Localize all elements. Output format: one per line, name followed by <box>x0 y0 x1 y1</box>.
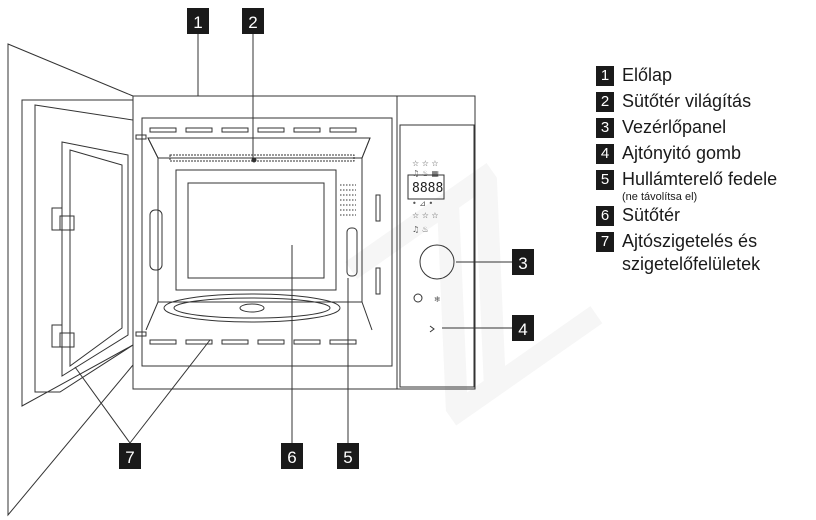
open-door <box>7 43 134 517</box>
control-panel <box>407 174 455 333</box>
legend-label: Előlap <box>622 65 673 85</box>
legend-label: Sütőtér <box>622 205 681 225</box>
legend-label: Vezérlőpanel <box>622 117 727 137</box>
cavity <box>145 137 373 331</box>
legend-label: Ajtónyitó gomb <box>622 143 742 163</box>
svg-text:3: 3 <box>518 254 527 273</box>
legend-num: 1 <box>596 66 614 86</box>
defrost-icon: ❄ <box>434 295 441 304</box>
legend-num: 7 <box>596 232 614 252</box>
legend-label-line1: Ajtószigetelés és <box>622 231 758 251</box>
panel-glyphs: ☆ ☆ ☆ ♫ ♨ ▦ 8888 • ⊿ • ☆ ☆ ☆ ♫ ♨ ❄ <box>412 159 443 304</box>
legend-num: 4 <box>596 144 614 164</box>
legend-item-1: 1 Előlap <box>596 64 816 90</box>
legend-label-main: Hullámterelő fedele <box>622 169 778 189</box>
start-button-icon[interactable] <box>413 293 423 303</box>
legend-sub-label: (ne távolítsa el) <box>622 191 698 203</box>
callout-2: 2 <box>242 8 264 34</box>
legend-num: 3 <box>596 118 614 138</box>
legend-item-7: 7 Ajtószigetelés és szigetelőfelületek <box>596 230 816 278</box>
svg-text:4: 4 <box>518 320 527 339</box>
legend-num: 6 <box>596 206 614 226</box>
callout-3: 3 <box>512 249 534 275</box>
legend-label: Ajtószigetelés és szigetelőfelületek <box>622 230 760 276</box>
legend-label: Hullámterelő fedele (ne távolítsa el) <box>622 168 777 203</box>
legend-item-2: 2 Sütőtér világítás <box>596 90 816 116</box>
power-icon: ☆ ☆ ☆ <box>412 211 439 220</box>
svg-text:2: 2 <box>248 13 257 32</box>
legend-label-line2: szigetelőfelületek <box>622 254 761 274</box>
svg-text:7: 7 <box>125 448 134 467</box>
callout-4: 4 <box>512 315 534 341</box>
callout-6: 6 <box>281 443 303 469</box>
legend: 1 Előlap 2 Sütőtér világítás 3 Vezérlőpa… <box>596 64 816 278</box>
timer-icon: ♫ ♨ <box>412 225 429 234</box>
svg-text:6: 6 <box>287 448 296 467</box>
oven-body <box>132 95 476 390</box>
legend-item-5: 5 Hullámterelő fedele (ne távolítsa el) <box>596 168 816 204</box>
star-icon: ☆ ☆ ☆ <box>412 159 439 168</box>
callout-badges: 1 2 3 4 5 6 7 <box>119 8 534 469</box>
legend-item-6: 6 Sütőtér <box>596 204 816 230</box>
leader-lines <box>74 34 512 444</box>
display-readout: 8888 <box>412 181 443 196</box>
legend-num: 5 <box>596 170 614 190</box>
indicator-dots: • ⊿ • <box>412 199 433 208</box>
callout-1: 1 <box>187 8 209 34</box>
callout-5: 5 <box>337 443 359 469</box>
bell-icon: ♫ ♨ ▦ <box>412 169 439 178</box>
callout-7: 7 <box>119 443 141 469</box>
door-open-button-icon[interactable] <box>429 325 435 333</box>
legend-num: 2 <box>596 92 614 112</box>
legend-item-4: 4 Ajtónyitó gomb <box>596 142 816 168</box>
svg-text:5: 5 <box>343 448 352 467</box>
control-knob[interactable] <box>419 244 455 280</box>
front-slots <box>135 127 381 345</box>
svg-text:1: 1 <box>193 13 202 32</box>
legend-item-3: 3 Vezérlőpanel <box>596 116 816 142</box>
legend-label: Sütőtér világítás <box>622 91 752 111</box>
